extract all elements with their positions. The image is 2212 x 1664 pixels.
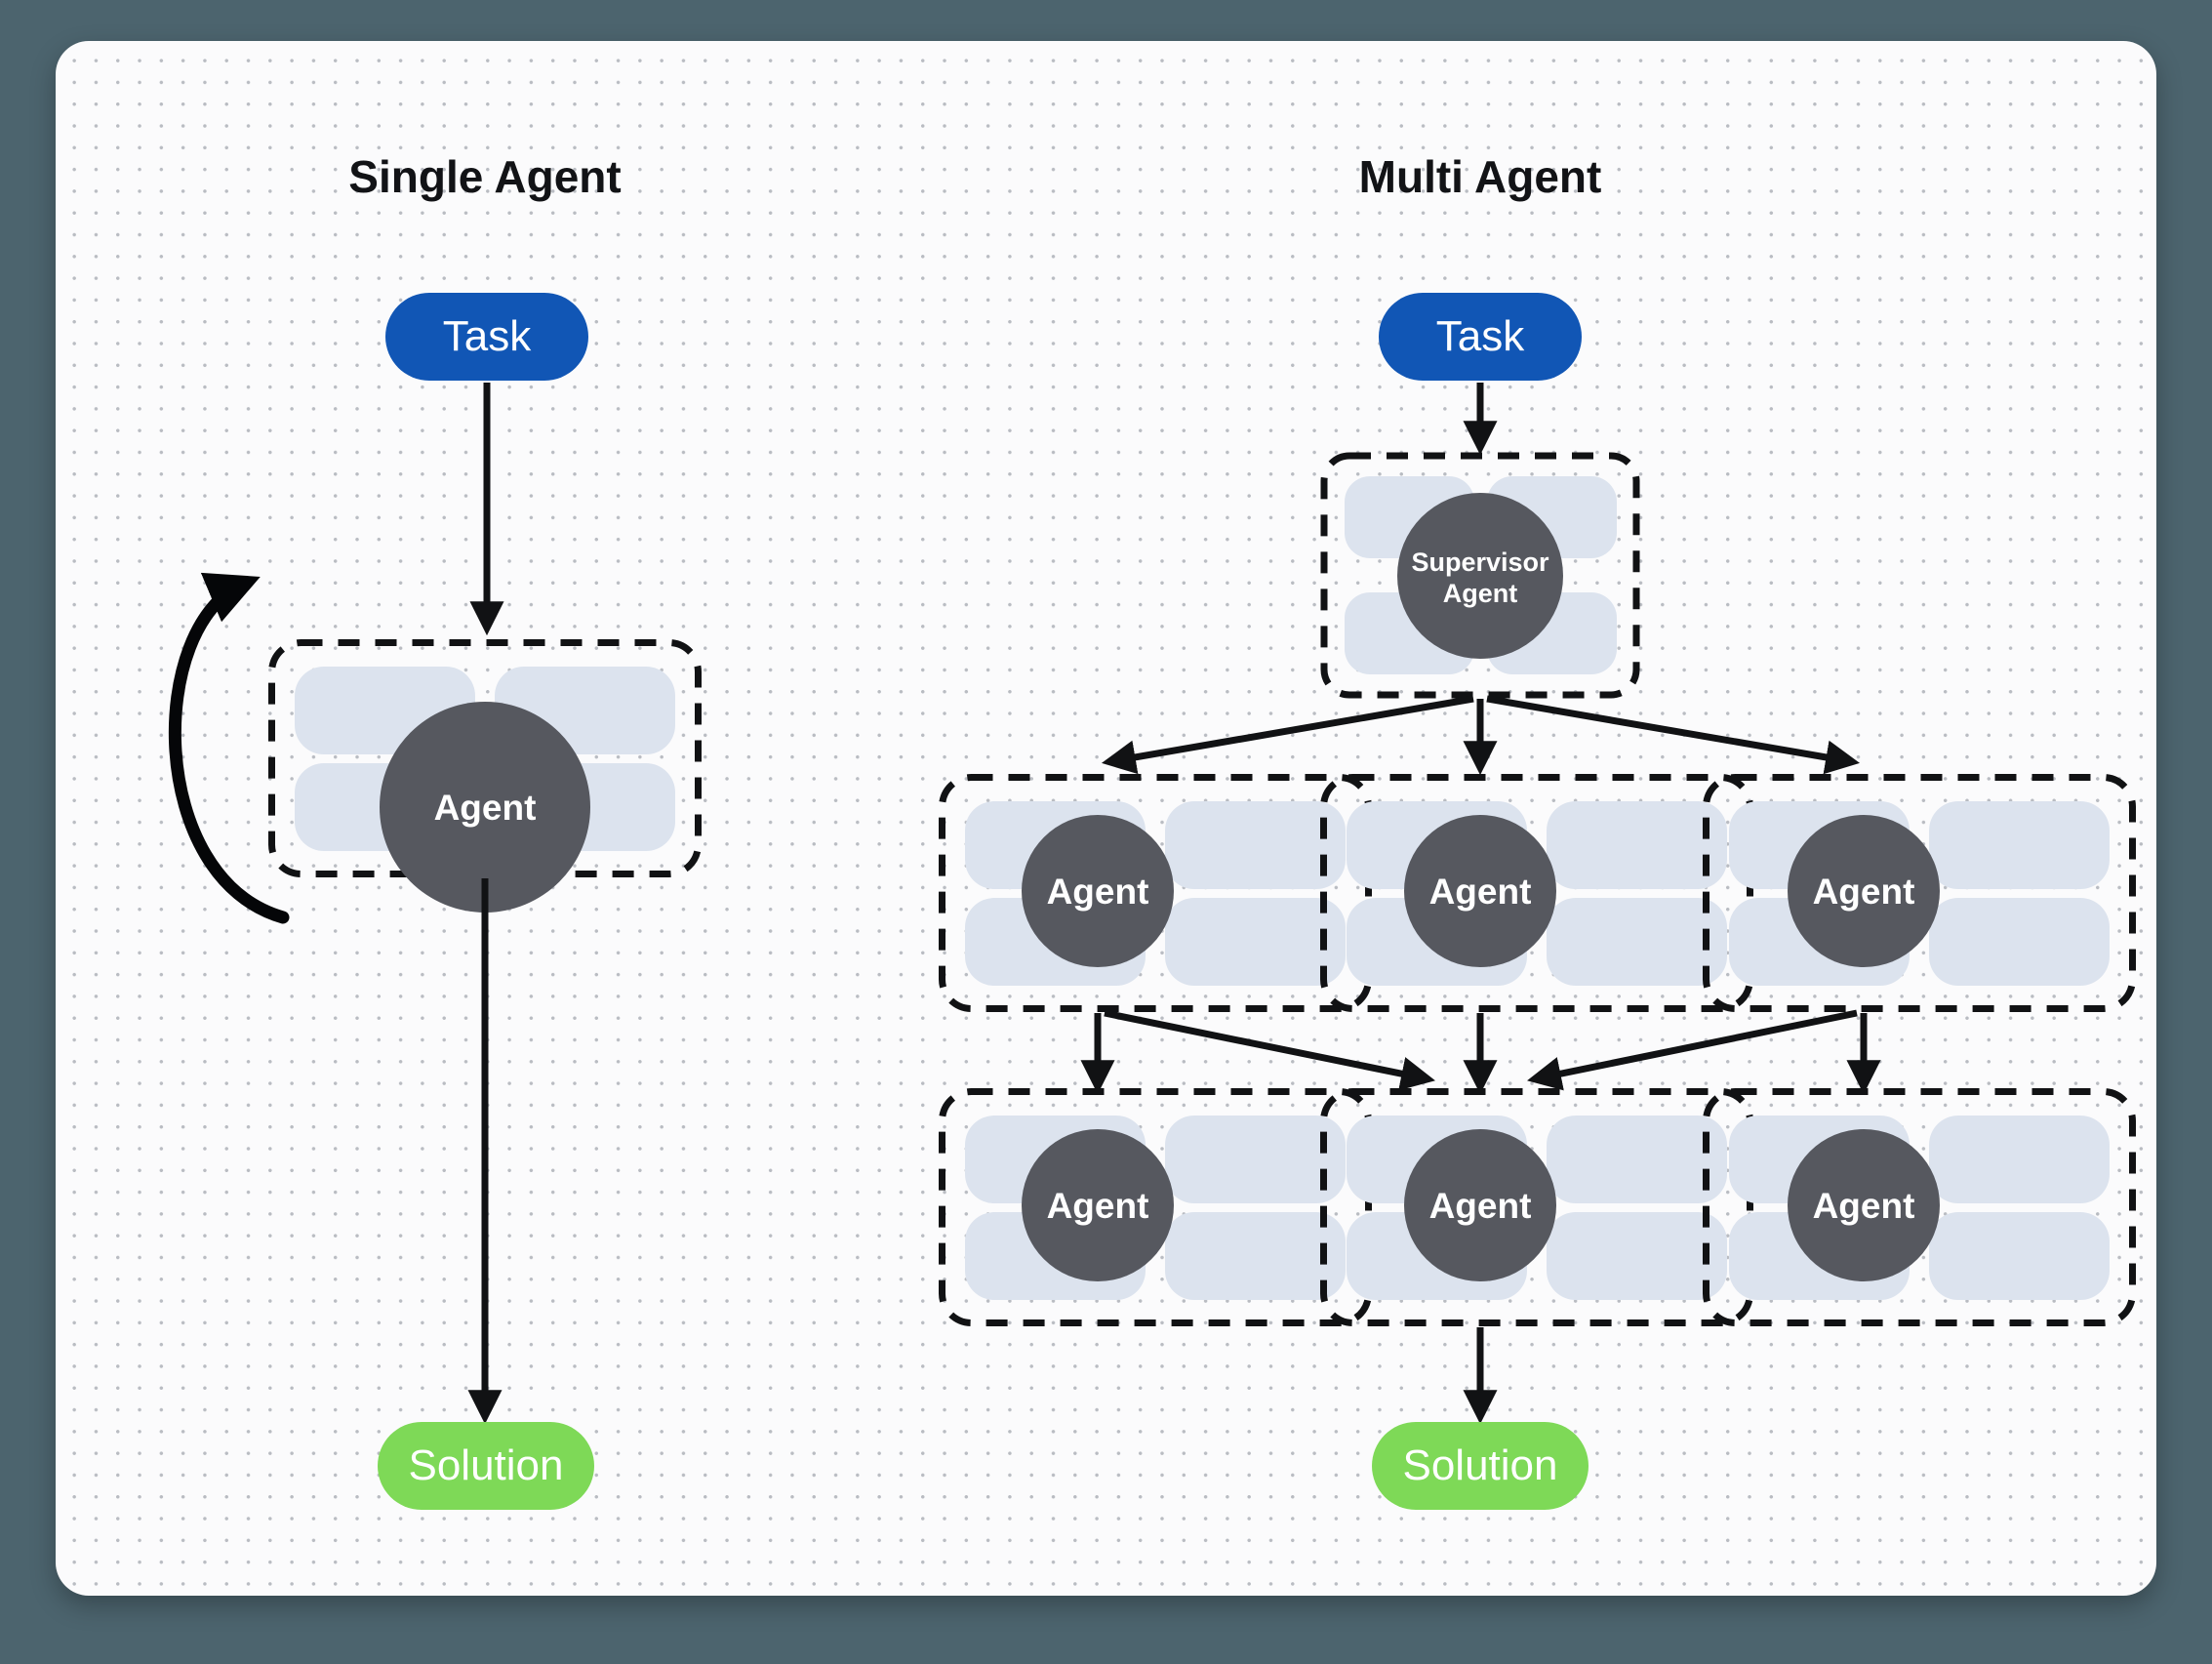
single-solution-label: Solution [408,1441,563,1489]
agent-core [1404,1129,1556,1281]
agent-label: Agent [1429,872,1532,912]
supervisor-agent-label-line2: Agent [1443,579,1518,608]
agent-core [1022,1129,1174,1281]
agent-core [1788,1129,1940,1281]
multi-task-label: Task [1436,312,1525,360]
panel-multi-agent: Multi Agent Task Supervisor Agent [943,151,2133,1510]
multi-solution-label: Solution [1402,1441,1557,1489]
agent-label: Agent [1429,1186,1532,1226]
agent-label: Agent [1813,872,1915,912]
arrow-supervisor-to-agent-right [1486,695,1861,775]
single-agent-cluster[interactable]: Agent [272,643,699,913]
multi-agent-row2-left[interactable]: Agent [943,1092,1369,1323]
single-task-node[interactable]: Task [385,293,588,381]
single-task-label: Task [443,312,532,360]
multi-agent-row2-right[interactable]: Agent [1707,1092,2133,1323]
arrow-row1-right-to-row2-mid [1527,1009,1858,1091]
arrow-row1-left-to-row2-mid [1104,1009,1435,1091]
agent-label: Agent [1047,1186,1149,1226]
multi-agent-row1-left[interactable]: Agent [943,778,1369,1009]
supervisor-agent-label-line1: Supervisor [1411,548,1549,577]
multi-agent-row2-mid[interactable]: Agent [1324,1092,1750,1323]
multi-task-node[interactable]: Task [1379,293,1582,381]
multi-agent-title: Multi Agent [1359,151,1602,202]
arrow-self-reflection-loop [169,573,290,924]
multi-agent-row1-mid[interactable]: Agent [1324,778,1750,1009]
single-agent-label: Agent [434,788,537,828]
agent-label: Agent [1813,1186,1915,1226]
single-agent-title: Single Agent [348,151,621,202]
agent-core [1404,815,1556,967]
single-agent-core [380,702,590,913]
multi-agent-row1-right[interactable]: Agent [1707,778,2133,1009]
arrow-supervisor-to-agent-left [1101,695,1474,775]
supervisor-agent-core [1397,493,1563,659]
supervisor-agent-cluster[interactable]: Supervisor Agent [1320,452,1640,699]
agent-label: Agent [1047,872,1149,912]
agent-core [1788,815,1940,967]
multi-agent-row2: Agent Agent Agent [943,1092,2133,1323]
multi-agent-row1: Agent Agent Agent [943,778,2133,1009]
agent-core [1022,815,1174,967]
panel-single-agent: Single Agent Task Agent [169,151,699,1510]
single-solution-node[interactable]: Solution [378,1422,594,1510]
multi-solution-node[interactable]: Solution [1372,1422,1589,1510]
